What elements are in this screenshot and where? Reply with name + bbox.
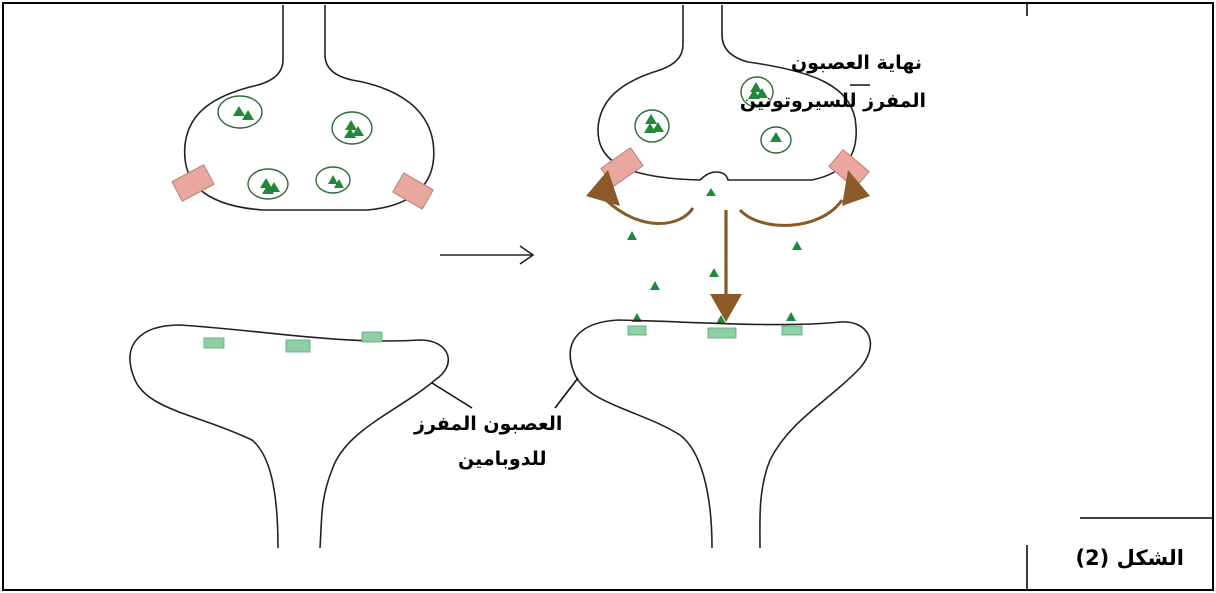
serotonin-terminal-label-line1: نهاية العصبون xyxy=(791,52,922,74)
down-arrow-icon xyxy=(710,210,742,322)
figure-frame xyxy=(3,3,1213,590)
receptor xyxy=(362,332,382,342)
vesicles-right xyxy=(635,77,791,153)
right-arrow-icon xyxy=(440,246,533,264)
transporters-left xyxy=(172,165,433,209)
transporters-right xyxy=(601,148,869,189)
neurotransmitter-right xyxy=(627,82,802,324)
presynaptic-terminal-left xyxy=(185,5,434,210)
neurotransmitter-left xyxy=(233,106,364,194)
leader-line-dopamine-left xyxy=(432,383,472,408)
serotonin-terminal-label-line2: المفرز للسيروتونين xyxy=(740,90,926,112)
curved-arrow-icon xyxy=(740,170,870,225)
dopamine-neuron-label-line2: للدوبامين xyxy=(458,448,547,470)
receptor xyxy=(204,338,224,348)
receptor xyxy=(708,328,736,338)
postsynaptic-neuron-right xyxy=(570,320,870,548)
receptor xyxy=(286,340,310,352)
receptor xyxy=(628,326,646,335)
postsynaptic-neuron-left xyxy=(130,325,448,548)
dopamine-neuron-label-line1: العصبون المفرز xyxy=(414,413,562,435)
curved-arrow-icon xyxy=(586,170,693,224)
receptors-right xyxy=(628,326,802,338)
leader-line-dopamine-right xyxy=(555,378,578,408)
vesicle xyxy=(635,110,669,142)
receptor xyxy=(782,326,802,335)
figure-caption: الشكل (2) xyxy=(1075,546,1184,570)
